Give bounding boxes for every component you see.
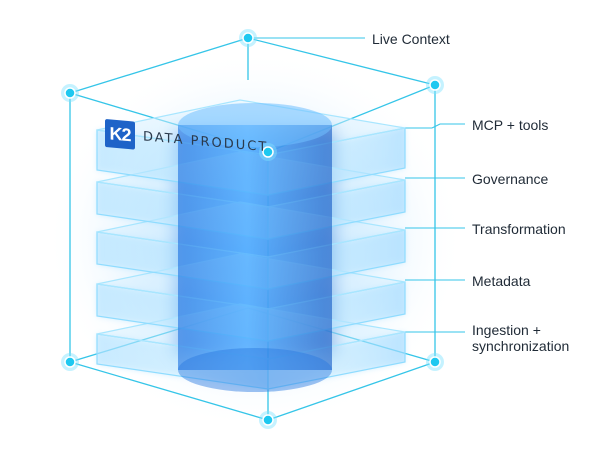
label-synchronization: synchronization: [472, 338, 570, 354]
node-point: [64, 356, 76, 368]
label-live-context: Live Context: [372, 31, 450, 47]
leader-lines: [248, 37, 465, 333]
node-point: [262, 414, 274, 426]
node-point: [429, 79, 441, 91]
cylinder-core: [178, 103, 332, 392]
label-metadata: Metadata: [472, 273, 531, 289]
k2-logo: K2: [105, 119, 135, 150]
node-point: [242, 32, 254, 44]
label-transformation: Transformation: [472, 221, 566, 237]
node-point: [262, 146, 274, 158]
label-ingestion: Ingestion +: [472, 322, 541, 338]
node-points: [61, 29, 444, 429]
node-point: [64, 87, 76, 99]
label-governance: Governance: [472, 171, 549, 187]
node-point: [429, 356, 441, 368]
product-title: DATA PRODUCT: [143, 128, 269, 155]
label-mcp-tools: MCP + tools: [472, 117, 549, 133]
